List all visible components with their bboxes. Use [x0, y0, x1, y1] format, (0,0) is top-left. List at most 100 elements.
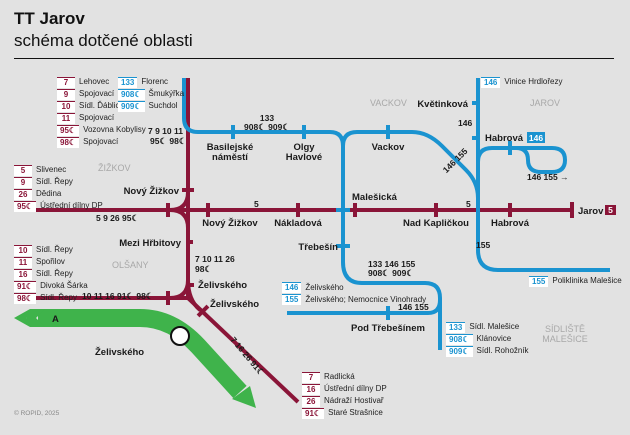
legend-item: 16 Ústřední dílny DP — [302, 383, 387, 395]
legend-item: 98☾Sídl. Řepy — [14, 292, 88, 304]
copyright: © ROPID, 2025 — [14, 410, 60, 417]
route-number-badge[interactable]: 16 — [302, 383, 320, 395]
route-number-badge[interactable]: 98☾ — [14, 292, 37, 304]
district-malesice: SÍDLIŠTĚ — [545, 324, 585, 334]
stop-mezi-hrbitovy[interactable]: Mezi Hřbitovy — [119, 238, 181, 249]
district-vackov: VACKOV — [370, 98, 407, 108]
route-label: 133 — [260, 113, 274, 123]
route-number-badge[interactable]: 11 — [14, 256, 32, 268]
legend-item: 10 Sídl. Řepy — [14, 244, 88, 256]
district-jarov: JAROV — [530, 98, 560, 108]
destination-label: Vinice Hrdlořezy — [504, 77, 563, 86]
route-number-badge[interactable]: 9 — [14, 176, 32, 188]
route-label: 908☾ 909☾ — [244, 122, 290, 132]
route-number-badge[interactable]: 95☾ — [14, 200, 37, 212]
route-number-badge[interactable]: 909☾ — [118, 100, 145, 112]
district-malesice: MALEŠICE — [542, 334, 588, 344]
stop-kvetinkova[interactable]: Květinková — [417, 99, 468, 110]
route-number-badge[interactable]: 98☾ — [57, 136, 80, 148]
stop-habrova-tram[interactable]: Habrová — [491, 218, 530, 229]
route-number-badge[interactable]: 95☾ — [57, 124, 80, 136]
route-number-badge[interactable]: 26 — [302, 395, 320, 407]
route-number-badge[interactable]: 133 — [118, 76, 138, 88]
route-number-badge[interactable]: 908☾ — [118, 88, 145, 100]
stop-basilejske-namesti[interactable]: náměstí — [212, 152, 248, 163]
destination-label: Ústřední dílny DP — [324, 384, 387, 393]
route-label: 10 11 16 91☾ 98☾ — [82, 291, 154, 301]
route-number-badge[interactable]: 908☾ — [446, 333, 473, 345]
route-number-badge[interactable]: 909☾ — [446, 345, 473, 357]
route-number-badge[interactable]: 7 — [302, 371, 320, 383]
stop-novy-zizkov[interactable]: Nový Žižkov — [124, 185, 180, 197]
route-number-badge[interactable]: 16 — [14, 268, 32, 280]
stop-malesicka[interactable]: Malešická — [352, 192, 398, 203]
stop-olgy-havlove[interactable]: Havlové — [286, 152, 322, 163]
metro-line-label: A — [52, 314, 59, 325]
stop-nad-kaplickou[interactable]: Nad Kapličkou — [403, 218, 469, 229]
stop-habrova-bus[interactable]: Habrová — [485, 133, 524, 144]
route-number-badge[interactable]: 146 — [481, 76, 501, 88]
metro-station-icon — [170, 326, 190, 346]
stop-jarov[interactable]: Jarov — [578, 206, 604, 217]
destination-label: Sídl. Rohožník — [476, 346, 529, 355]
destination-label: Želivského — [305, 282, 344, 292]
route-number-badge[interactable]: 26 — [14, 188, 32, 200]
stop-vackov[interactable]: Vackov — [372, 142, 405, 153]
district-olsany: OLŠANY — [112, 260, 149, 270]
tram-stops — [166, 188, 574, 318]
destination-label: Florenc — [141, 77, 169, 86]
route-label: 146 155 → — [527, 172, 569, 182]
destination-label: Radlická — [324, 372, 355, 381]
stop-zelivskeho-metro[interactable]: Želivského — [95, 346, 144, 358]
route-number-badge[interactable]: 146 — [282, 281, 302, 293]
destination-label: Sídl. Řepy — [36, 245, 73, 254]
stop-novy-zizkov[interactable]: Nový Žižkov — [202, 217, 258, 229]
route-label: 98☾ — [195, 264, 212, 274]
bus-lines — [182, 78, 610, 350]
route-number-badge[interactable]: 155 — [282, 293, 302, 305]
route-number-badge[interactable]: 91☾ — [14, 280, 37, 292]
stop-basilejske-namesti[interactable]: Basilejské — [207, 142, 253, 153]
route-number-badge[interactable]: 91☾ — [302, 407, 325, 419]
destination-label: Poliklinika Malešice — [552, 276, 622, 285]
bus-stops — [231, 101, 512, 320]
legend-item: 7 Radlická — [302, 371, 387, 383]
legend-item: 91☾Divoká Šárka — [14, 280, 88, 292]
route-number-badge[interactable]: 9 — [57, 88, 75, 100]
stop-zelivskeho[interactable]: Želivského — [210, 298, 259, 310]
route-number-badge[interactable]: 10 — [57, 100, 75, 112]
page-title: TT Jarov — [14, 9, 85, 28]
route-number-badge[interactable]: 5 — [14, 164, 32, 176]
route-number-badge[interactable]: 133 — [446, 321, 466, 333]
destination-label: Sídl. Řepy — [36, 269, 73, 278]
route-number-badge[interactable]: 7 — [57, 76, 75, 88]
stop-trebesin[interactable]: Třebešín — [298, 242, 338, 253]
stop-pod-trebesinem[interactable]: Pod Třebešínem — [351, 323, 425, 334]
destination-label: Sídl. Ďáblice — [79, 101, 124, 110]
route-badge-5: 5 — [608, 205, 613, 215]
stop-olgy-havlove[interactable]: Olgy — [293, 142, 315, 153]
route-label: 5 — [466, 199, 471, 209]
route-label: 7 9 10 11 — [148, 126, 183, 136]
route-label: 7 10 11 26 — [195, 254, 235, 264]
route-number-badge[interactable]: 10 — [14, 244, 32, 256]
route-number-badge[interactable]: 155 — [529, 275, 549, 287]
legend-item: 908☾Klánovice — [446, 333, 529, 345]
legend-item: 908☾Šmukýřka — [118, 88, 184, 100]
stop-zelivskeho[interactable]: Želivského — [198, 279, 247, 291]
stop-nakladova[interactable]: Nákladová — [274, 218, 322, 229]
route-number-badge[interactable]: 11 — [57, 112, 75, 124]
